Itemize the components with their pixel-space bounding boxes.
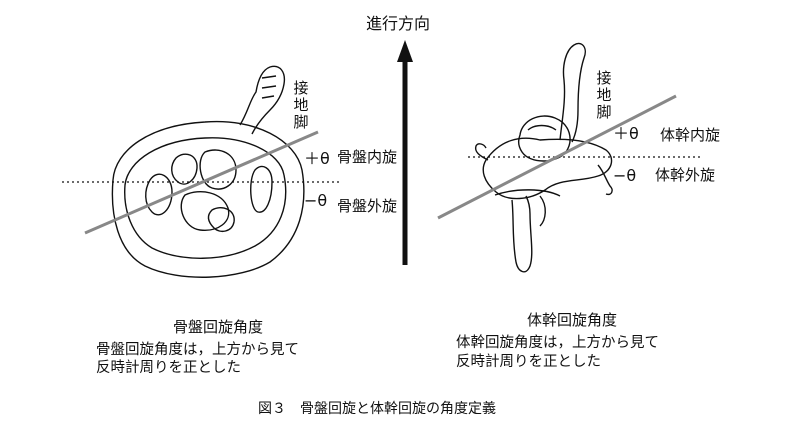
pelvis-internal-rotation-label: 骨盤内旋 xyxy=(337,148,398,166)
trunk-contact-leg-char: 接 xyxy=(596,69,612,87)
trunk-plus-theta: ＋θ xyxy=(613,124,639,143)
direction-label: 進行方向 xyxy=(366,14,431,33)
pelvis-contact-leg-char: 接 xyxy=(293,79,309,97)
pelvis-caption-line1: 骨盤回旋角度は，上方から見て xyxy=(96,342,299,358)
trunk-caption-line2: 反時計周りを正とした xyxy=(456,354,601,370)
pelvis-contact-leg-label: 接 地 脚 xyxy=(291,80,311,131)
pelvis-external-rotation-label: 骨盤外旋 xyxy=(337,197,398,215)
pelvis-plus-theta: ＋θ xyxy=(304,149,330,168)
figure-caption: 図３ 骨盤回旋と体幹回旋の角度定義 xyxy=(258,401,496,417)
pelvis-caption-title: 骨盤回旋角度 xyxy=(173,318,264,336)
pelvis-reference-lines xyxy=(62,130,340,235)
pelvis-contact-leg-char: 地 xyxy=(293,96,309,114)
trunk-caption-line1: 体幹回旋角度は，上方から見て xyxy=(456,335,659,351)
pelvis-contact-leg-char: 脚 xyxy=(293,113,309,131)
trunk-contact-leg-label: 接 地 脚 xyxy=(594,70,614,121)
trunk-reference-lines xyxy=(437,94,702,220)
trunk-minus-theta: −θ xyxy=(613,166,637,185)
direction-arrow xyxy=(397,40,413,265)
pelvis-minus-theta: −θ xyxy=(304,191,328,210)
pelvis-drawing xyxy=(111,65,305,278)
trunk-contact-leg-char: 脚 xyxy=(596,103,612,121)
trunk-external-rotation-label: 体幹外旋 xyxy=(655,166,716,184)
trunk-contact-leg-char: 地 xyxy=(596,86,612,104)
trunk-internal-rotation-label: 体幹内旋 xyxy=(660,126,721,144)
pelvis-caption-line2: 反時計周りを正とした xyxy=(96,360,241,376)
trunk-caption-title: 体幹回旋角度 xyxy=(527,311,618,329)
